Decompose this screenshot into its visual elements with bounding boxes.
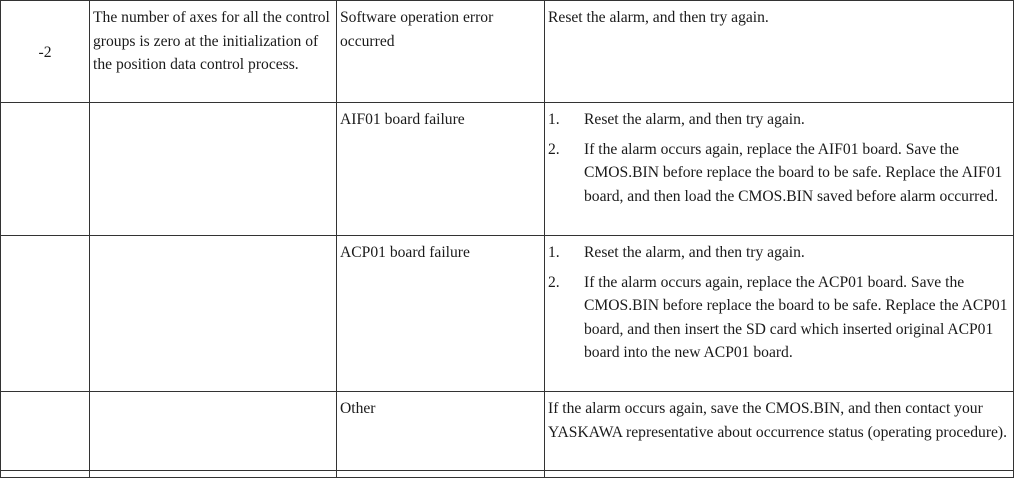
- remedy-cell: If the alarm occurs again, save the CMOS…: [544, 391, 1014, 471]
- remedy-step: 2. If the alarm occurs again, replace th…: [548, 271, 1010, 365]
- sub-code-cell: [0, 102, 90, 236]
- error-type-cell: ACP01 board failure: [336, 235, 545, 392]
- cause-text: [90, 103, 336, 108]
- sub-code: -2: [38, 44, 52, 61]
- remedy-step: 1. Reset the alarm, and then try again.: [548, 241, 1010, 265]
- error-type-cell: Other: [336, 391, 545, 471]
- sub-code: [1, 236, 89, 241]
- sub-code-cell: [0, 235, 90, 392]
- step-text: Reset the alarm, and then try again.: [584, 111, 805, 128]
- remedy-steps: 1. Reset the alarm, and then try again. …: [545, 236, 1013, 365]
- remedy-cell: Reset the alarm, and then try again.: [544, 0, 1014, 103]
- error-type-text: Software operation error occurred: [340, 9, 494, 50]
- table-row: -2 The number of axes for all the contro…: [0, 0, 1014, 103]
- table-row: AIF01 board failure 1. Reset the alarm, …: [0, 102, 1014, 236]
- sub-code-cell: -2: [0, 0, 90, 103]
- remedy-cell: 1. Reset the alarm, and then try again. …: [544, 235, 1014, 392]
- sub-code-cell: [0, 391, 90, 471]
- remedy-text: Reset the alarm, and then try again.: [548, 9, 769, 26]
- error-type-cell: [336, 470, 545, 478]
- cause-text: [90, 392, 336, 397]
- remedy-cell: 1. Reset the alarm, and then try again. …: [544, 102, 1014, 236]
- error-type-text: Other: [340, 400, 376, 417]
- step-text: Reset the alarm, and then try again.: [584, 244, 805, 261]
- step-text: If the alarm occurs again, replace the A…: [584, 140, 1003, 205]
- step-number: 2.: [548, 273, 560, 291]
- step-text: If the alarm occurs again, replace the A…: [584, 273, 1008, 362]
- step-number: 2.: [548, 140, 560, 158]
- table-row: Other If the alarm occurs again, save th…: [0, 391, 1014, 471]
- cause-text: The number of axes for all the control g…: [93, 9, 330, 73]
- cause-cell: The number of axes for all the control g…: [89, 0, 337, 103]
- remedy-cell: [544, 470, 1014, 478]
- sub-code: [1, 103, 89, 108]
- remedy-steps: 1. Reset the alarm, and then try again. …: [545, 103, 1013, 208]
- cause-cell: [89, 391, 337, 471]
- remedy-step: 1. Reset the alarm, and then try again.: [548, 108, 1010, 132]
- error-type-text: AIF01 board failure: [340, 111, 465, 128]
- table-row: ACP01 board failure 1. Reset the alarm, …: [0, 235, 1014, 392]
- sub-code: [1, 392, 89, 397]
- cause-text: [90, 236, 336, 241]
- sub-code-cell: [0, 470, 90, 478]
- remedy-text: If the alarm occurs again, save the CMOS…: [548, 400, 1008, 441]
- error-type-cell: AIF01 board failure: [336, 102, 545, 236]
- error-type-cell: Software operation error occurred: [336, 0, 545, 103]
- cause-cell: [89, 470, 337, 478]
- cause-cell: [89, 102, 337, 236]
- step-number: 1.: [548, 111, 560, 128]
- step-number: 1.: [548, 244, 560, 261]
- remedy-step: 2. If the alarm occurs again, replace th…: [548, 138, 1010, 209]
- error-type-text: ACP01 board failure: [340, 244, 470, 261]
- cause-cell: [89, 235, 337, 392]
- table-row: [0, 470, 1014, 478]
